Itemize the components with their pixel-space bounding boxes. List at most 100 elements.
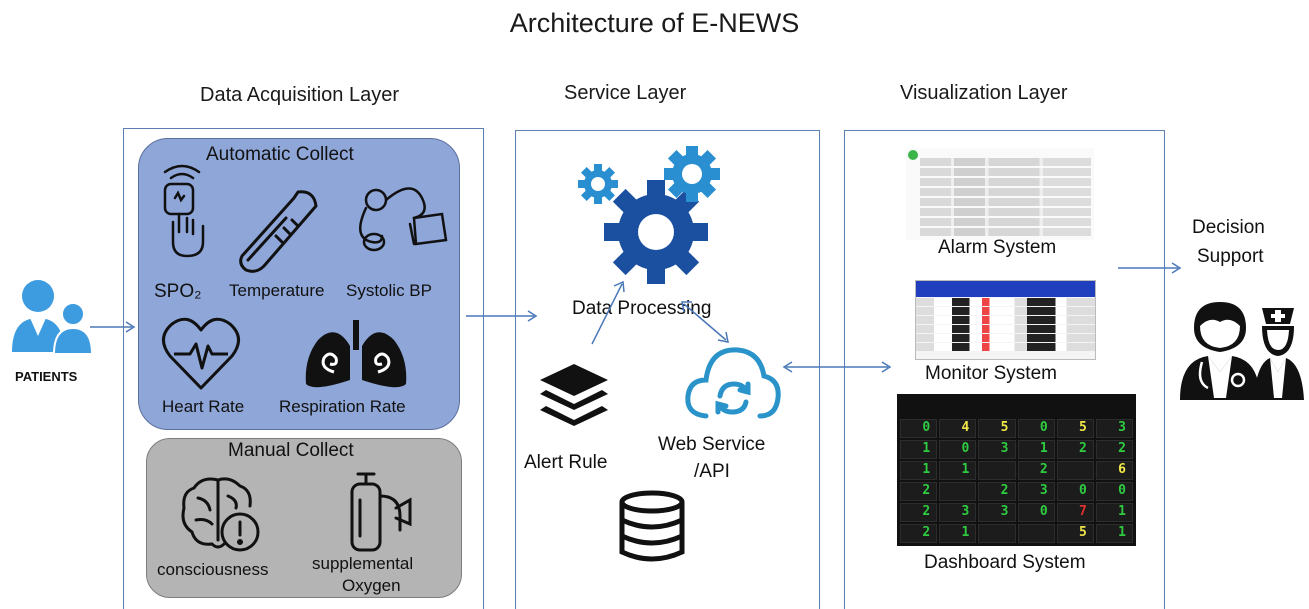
pulse-oximeter-icon (163, 164, 205, 258)
dashboard-cell (978, 461, 1016, 480)
dashboard-cell-value: 2 (1079, 441, 1087, 456)
patients-arrow (90, 321, 136, 333)
dashboard-cell: 3 (1017, 482, 1055, 501)
dashboard-cell-value: 0 (1079, 483, 1087, 498)
dashboard-cell (1017, 524, 1055, 543)
dashboard-cell-value: 4 (961, 420, 970, 435)
dashboard-cell: 2 (1056, 440, 1094, 459)
dashboard-cell: 4 (939, 419, 977, 438)
consciousness-label: consciousness (157, 560, 269, 579)
service-visualization-arrow (782, 361, 892, 373)
dashboard-cell-value: 0 (961, 441, 970, 456)
decision-support-line2: Support (1197, 246, 1264, 267)
heart-rate-icon (162, 317, 240, 390)
dashboard-cell-value: 0 (1118, 483, 1126, 498)
dashboard-cell: 0 (939, 440, 977, 459)
dashboard-cell: 1 (900, 440, 938, 459)
dashboard-cell-value: 2 (922, 525, 931, 540)
supplemental-label: supplemental (312, 554, 414, 573)
dashboard-cell-value: 0 (1039, 420, 1048, 435)
dashboard-cell-value: 3 (1039, 483, 1048, 498)
spo2-label: SPO₂ (154, 281, 202, 302)
decision-support-line1: Decision (1192, 217, 1265, 238)
dashboard-cell: 1 (939, 461, 977, 480)
alarm-system-label: Alarm System (938, 237, 1057, 258)
dashboard-cell-value: 1 (922, 462, 931, 477)
stacked-layers-icon (540, 364, 608, 426)
dashboard-cell: 2 (978, 482, 1016, 501)
dashboard-cell: 3 (939, 503, 977, 522)
dashboard-cell-value: 3 (1118, 420, 1126, 435)
dashboard-cell-value: 5 (1079, 525, 1087, 540)
lungs-icon (305, 320, 407, 388)
service-internal-arrows (591, 280, 729, 345)
web-service-label: Web Service (658, 434, 766, 455)
dashboard-cell: 2 (900, 482, 938, 501)
dashboard-cell-value: 0 (1039, 504, 1048, 519)
service-layer-title: Service Layer (564, 82, 687, 104)
dashboard-cell: 1 (1017, 440, 1055, 459)
dashboard-cell-value: 1 (961, 462, 970, 477)
dashboard-cell-value: 3 (1000, 504, 1009, 519)
dashboard-cell-value: 3 (961, 504, 970, 519)
dashboard-cell-value: 2 (1039, 462, 1048, 477)
visualization-layer-title: Visualization Layer (900, 82, 1068, 104)
api-label: /API (694, 461, 730, 482)
dashboard-cell-value: 2 (922, 504, 931, 519)
dashboard-cell: 7 (1056, 503, 1094, 522)
doctor-nurse-icon (1180, 302, 1304, 400)
dashboard-cell-value: 2 (922, 483, 931, 498)
dashboard-cell: 5 (1056, 419, 1094, 438)
dashboard-cell-value: 1 (1118, 525, 1126, 540)
dashboard-cell-value: 1 (1039, 441, 1048, 456)
dashboard-cell: 3 (978, 440, 1016, 459)
dashboard-system-label: Dashboard System (924, 552, 1086, 573)
alarm-system-screenshot (906, 148, 1094, 240)
temperature-label: Temperature (229, 281, 325, 300)
dashboard-cell-value: 5 (1000, 420, 1009, 435)
dashboard-cell-value: 1 (922, 441, 931, 456)
dashboard-cell (1056, 461, 1094, 480)
dashboard-cell-value: 6 (1118, 462, 1126, 477)
thermometer-icon (239, 190, 318, 273)
diagram-title: Architecture of E-NEWS (509, 8, 800, 38)
oxygen-tank-icon (350, 472, 412, 552)
dashboard-cell-value: 0 (922, 420, 931, 435)
dashboard-cell: 1 (939, 524, 977, 543)
dashboard-cell: 3 (978, 503, 1016, 522)
alert-rule-label: Alert Rule (524, 452, 608, 473)
dashboard-cell: 0 (1056, 482, 1094, 501)
acquisition-to-service-arrow (466, 310, 538, 322)
respiration-rate-label: Respiration Rate (279, 397, 406, 416)
monitor-system-screenshot (915, 280, 1096, 360)
visualization-to-decision-arrow (1118, 262, 1182, 274)
dashboard-cell (978, 524, 1016, 543)
dashboard-cell-value: 2 (1118, 441, 1126, 456)
dashboard-cell: 0 (1017, 419, 1055, 438)
dashboard-cell: 6 (1095, 461, 1133, 480)
oxygen-label: Oxygen (342, 576, 401, 595)
dashboard-cell: 5 (1056, 524, 1094, 543)
blood-pressure-cuff-icon (359, 187, 448, 252)
dashboard-cell: 3 (1095, 419, 1133, 438)
chat-app-icon (908, 150, 918, 160)
dashboard-cell-value: 7 (1079, 504, 1087, 519)
systolic-bp-label: Systolic BP (346, 281, 432, 300)
dashboard-cell: 2 (1095, 440, 1133, 459)
database-icon (619, 490, 685, 562)
heart-rate-label: Heart Rate (162, 397, 245, 416)
dashboard-cell: 2 (1017, 461, 1055, 480)
dashboard-cell: 1 (1095, 503, 1133, 522)
dashboard-cell-value: 5 (1079, 420, 1087, 435)
dashboard-cell: 2 (900, 503, 938, 522)
dashboard-cell: 0 (1095, 482, 1133, 501)
dashboard-cell-value: 2 (1000, 483, 1009, 498)
gears-icon (578, 146, 720, 284)
manual-collect-title: Manual Collect (228, 440, 354, 461)
automatic-collect-title: Automatic Collect (206, 144, 354, 165)
dashboard-cell-value: 1 (961, 525, 970, 540)
monitor-system-label: Monitor System (925, 363, 1057, 384)
cloud-sync-icon (685, 347, 781, 419)
dashboard-cell: 0 (900, 419, 938, 438)
